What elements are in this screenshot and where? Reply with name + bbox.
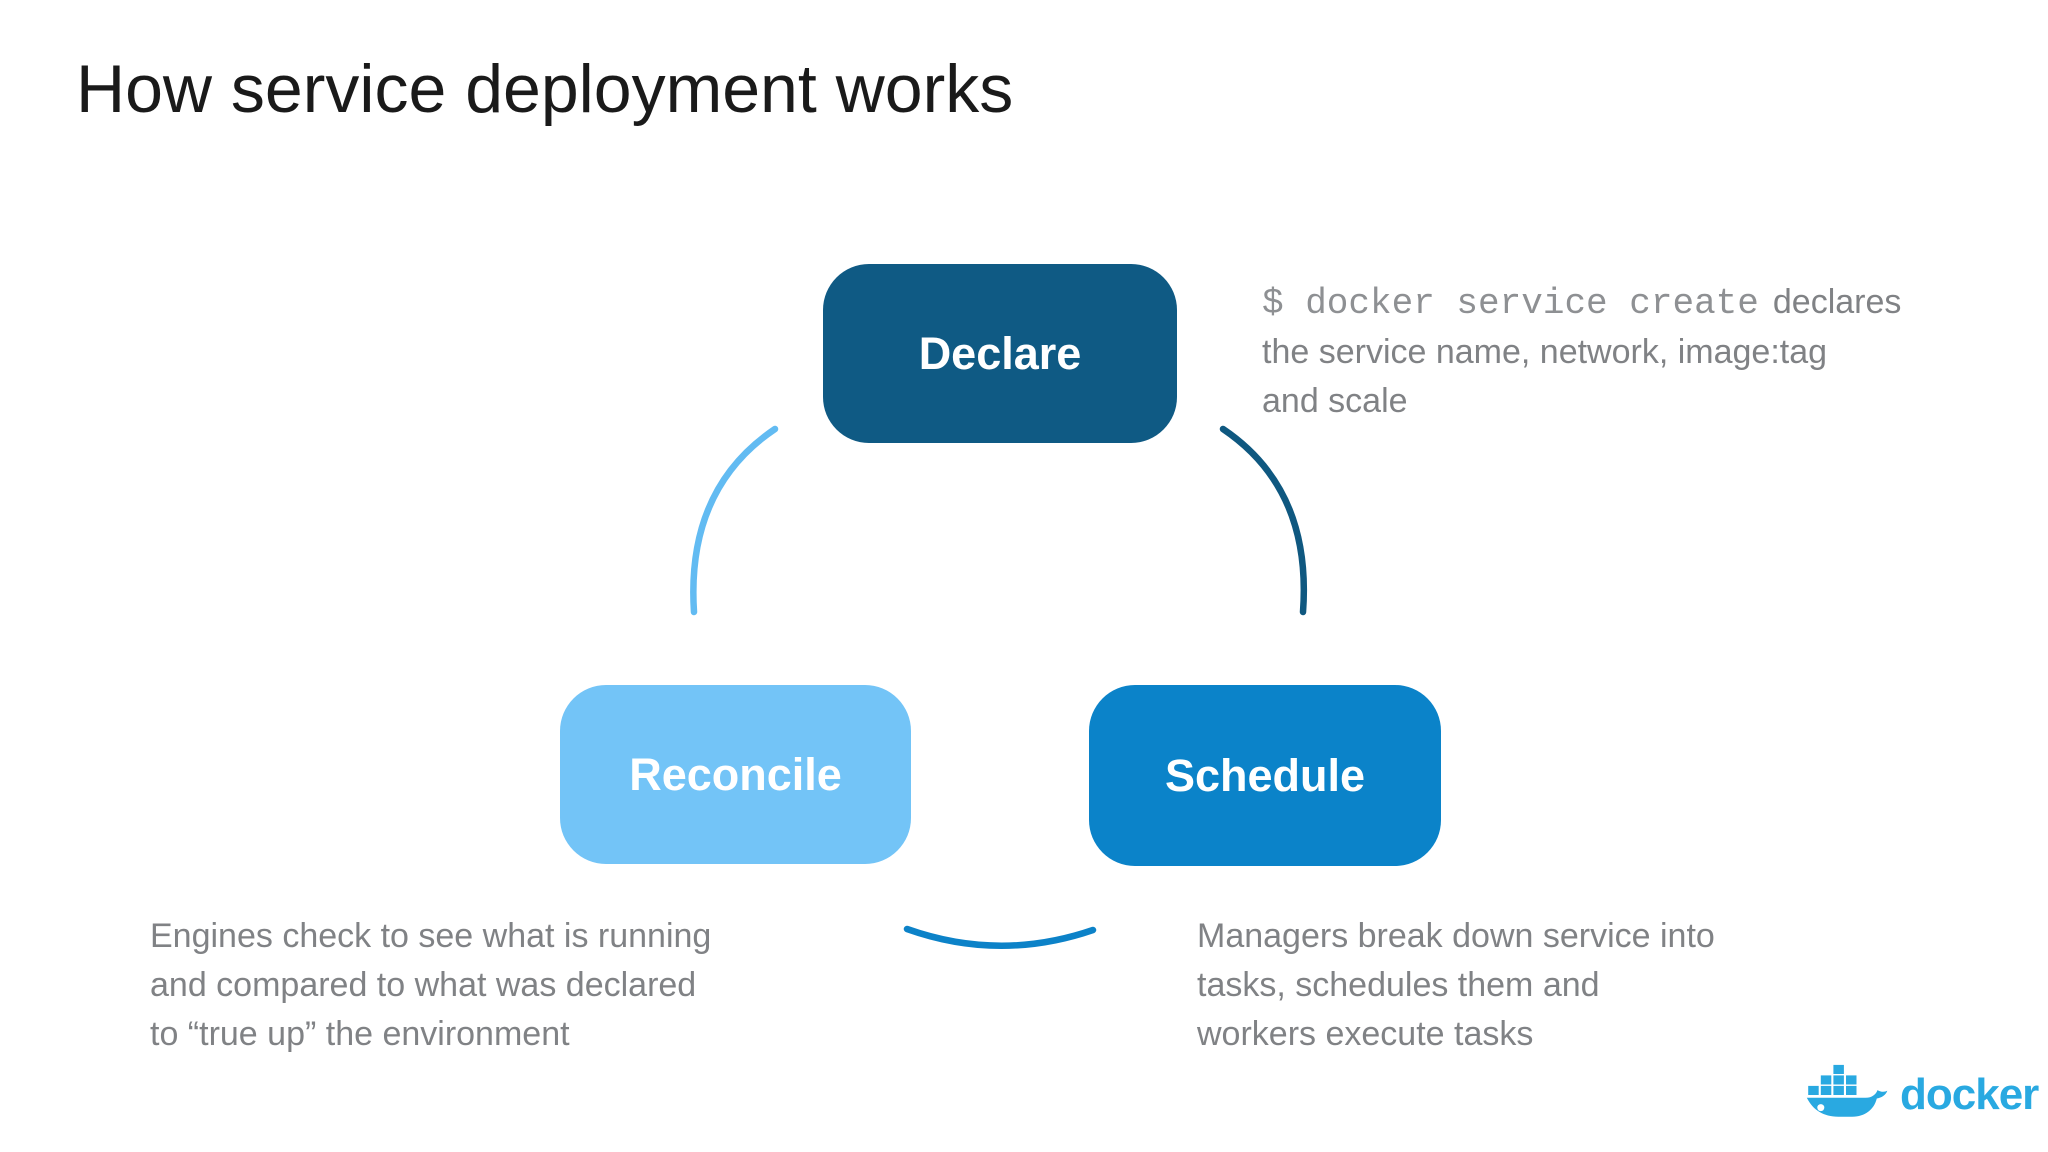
note-declare: $ docker service create declares the serv… — [1262, 278, 1901, 426]
note-declare-line1: $ docker service create declares — [1262, 278, 1901, 328]
note-reconcile-line3: to “true up” the environment — [150, 1015, 570, 1053]
note-reconcile-line1: Engines check to see what is running — [150, 917, 712, 955]
node-declare: Declare — [823, 264, 1177, 443]
note-reconcile: Engines check to see what is running and… — [150, 912, 711, 1059]
arc-declare-to-schedule-icon — [1219, 425, 1308, 616]
docker-whale-icon — [1806, 1064, 1888, 1117]
note-schedule-line3: workers execute tasks — [1197, 1015, 1534, 1053]
cli-command-text: $ docker service create — [1262, 283, 1759, 324]
note-schedule-line1: Managers break down service into — [1197, 917, 1715, 955]
slide-title: How service deployment works — [76, 51, 1014, 127]
node-declare-label: Declare — [918, 327, 1082, 379]
docker-wordmark: docker — [1900, 1070, 2039, 1119]
note-declare-line2: the service name, network, image:tag — [1262, 333, 1828, 371]
note-reconcile-line2: and compared to what was declared — [150, 966, 697, 1004]
node-schedule: Schedule — [1089, 685, 1441, 866]
node-reconcile: Reconcile — [560, 685, 911, 864]
node-schedule-label: Schedule — [1164, 749, 1366, 801]
arc-schedule-to-reconcile-icon — [903, 925, 1097, 949]
note-schedule: Managers break down service into tasks, … — [1197, 912, 1715, 1059]
note-declare-line3: and scale — [1262, 382, 1408, 420]
node-reconcile-label: Reconcile — [629, 748, 842, 800]
docker-logo: docker — [1804, 1062, 2039, 1128]
arc-reconcile-to-declare-icon — [690, 425, 779, 616]
note-schedule-line2: tasks, schedules them and — [1197, 966, 1600, 1004]
note-declare-line1-rest: declares — [1772, 283, 1902, 321]
